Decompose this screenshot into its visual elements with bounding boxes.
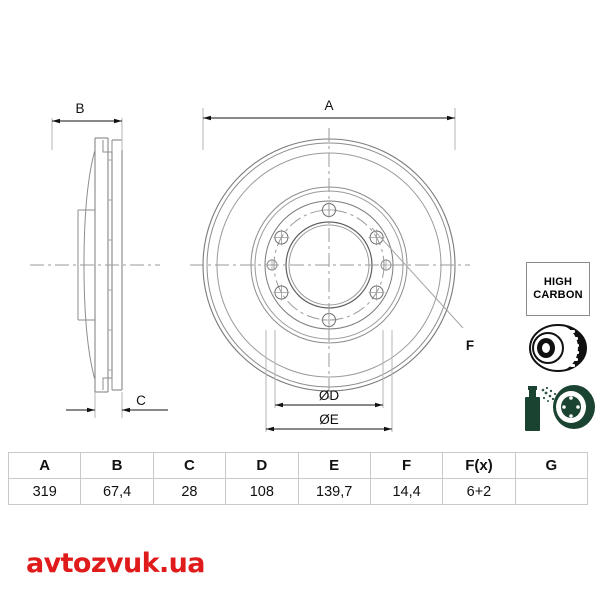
spec-header-D: D xyxy=(225,452,299,479)
dimension-F-label: F xyxy=(466,338,474,353)
spec-value-E: 139,7 xyxy=(297,478,371,505)
dimension-B: B xyxy=(51,101,123,150)
coated-disc-icon xyxy=(525,385,595,431)
high-carbon-line1: HIGH xyxy=(543,276,573,289)
spec-value-B: 67,4 xyxy=(80,478,154,505)
feature-badges-panel: HIGH CARBON xyxy=(520,262,596,440)
dimension-A-label: A xyxy=(324,98,333,113)
dimension-F: F xyxy=(371,227,474,353)
vented-disc-icon xyxy=(529,324,587,372)
dimension-C: C xyxy=(66,392,168,418)
spec-header-A: A xyxy=(7,452,82,479)
site-watermark: avtozvuk.ua xyxy=(26,548,205,579)
table-row: 319 67,4 28 108 139,7 14,4 6+2 xyxy=(7,478,589,505)
spec-value-F: 14,4 xyxy=(369,478,444,505)
green-disc-icon xyxy=(553,385,595,429)
front-view-centerlines xyxy=(190,128,470,402)
spec-header-B: B xyxy=(80,452,154,479)
dimension-E: ØE xyxy=(265,330,393,432)
spec-header-E: E xyxy=(297,452,371,479)
spec-value-D: 108 xyxy=(225,478,299,505)
high-carbon-line2: CARBON xyxy=(533,289,583,301)
dimension-C-label: C xyxy=(136,393,146,408)
spec-value-G xyxy=(514,478,589,505)
spec-value-C: 28 xyxy=(152,478,227,505)
technical-drawing: B C xyxy=(30,98,474,432)
dimension-A: A xyxy=(202,98,456,150)
spec-value-A: 319 xyxy=(7,478,82,505)
spec-header-F: F xyxy=(369,452,444,479)
spec-value-Fx: 6+2 xyxy=(442,478,516,505)
spec-table-header-row: A B C D E F F(x) G xyxy=(7,452,589,479)
high-carbon-badge: HIGH CARBON xyxy=(526,262,590,316)
dimension-E-label: ØE xyxy=(319,412,339,427)
dimension-D-label: ØD xyxy=(319,388,340,403)
spec-table: A B C D E F F(x) G 319 67,4 28 108 139,7 xyxy=(7,452,589,505)
badge-icons xyxy=(522,322,596,440)
dimension-D: ØD xyxy=(274,330,384,408)
spec-table-container: A B C D E F F(x) G 319 67,4 28 108 139,7 xyxy=(7,452,589,505)
spec-header-G: G xyxy=(514,452,589,479)
spec-header-Fx: F(x) xyxy=(442,452,516,479)
dimension-B-label: B xyxy=(75,101,84,116)
spec-header-C: C xyxy=(152,452,227,479)
